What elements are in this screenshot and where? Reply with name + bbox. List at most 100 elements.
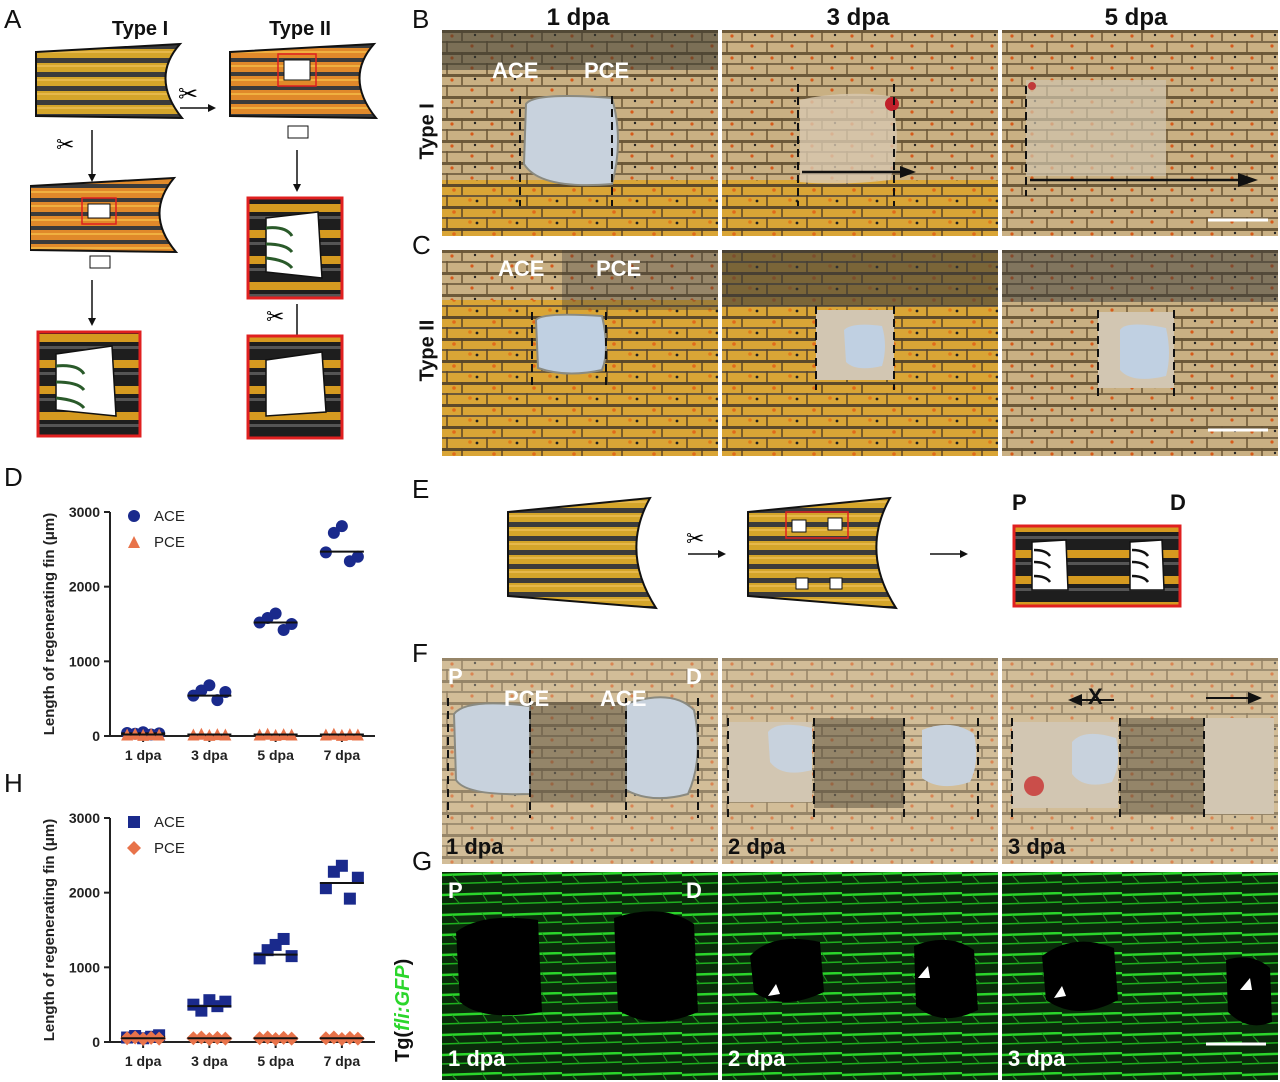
data-point-ace <box>195 1004 208 1017</box>
micrograph-c-1dpa: ACE PCE <box>442 250 718 456</box>
data-point-ace <box>285 618 298 630</box>
svg-text:✂: ✂ <box>56 133 74 158</box>
panel-a-schematic: ✂ ✂ ✂ <box>30 42 379 440</box>
column-heading-1dpa: 1 dpa <box>546 4 610 31</box>
zoom-type1-regenerating <box>36 330 142 438</box>
x-tick-label: 3 dpa <box>191 1053 228 1069</box>
y-axis-label: Length of regenerating fin (μm) <box>41 819 58 1042</box>
row-label-type1: Type I <box>416 103 439 160</box>
time-label-g-3dpa: 3 dpa <box>1008 1046 1066 1071</box>
data-point-ace <box>269 607 282 620</box>
label-ace-c: ACE <box>498 256 545 281</box>
x-tick-label: 7 dpa <box>324 1053 361 1069</box>
data-point-ace <box>211 694 224 707</box>
data-point-ace <box>219 995 232 1008</box>
data-point-ace <box>203 679 216 692</box>
data-point-ace <box>335 859 348 872</box>
micrograph-f-2dpa: 2 dpa <box>722 658 998 864</box>
zoom-e-two-wounds <box>1012 524 1182 608</box>
micrograph-c-3dpa <box>722 250 998 456</box>
chart-d: 0 1000 2000 3000 1 dpa 3 dpa 5 dpa 7 dpa Length … <box>41 504 375 763</box>
x-tick-label: 1 dpa <box>125 747 162 763</box>
y-tick-label: 0 <box>92 728 100 744</box>
x-tick-label: 5 dpa <box>257 747 294 763</box>
y-tick-label: 1000 <box>69 653 100 669</box>
time-label-g-1dpa: 1 dpa <box>448 1046 506 1071</box>
label-f-proximal: P <box>448 664 463 689</box>
micrograph-c-5dpa <box>1002 250 1278 456</box>
y-tick-label: 3000 <box>69 504 100 520</box>
micrograph-f-3dpa: X 3 dpa <box>1002 658 1278 864</box>
arrowhead-icon <box>918 966 930 978</box>
gfp-image-1dpa: P D 1 dpa <box>442 872 718 1080</box>
label-pce: PCE <box>584 58 630 83</box>
data-point-ace <box>343 892 356 905</box>
micrograph-b-5dpa <box>1002 30 1278 236</box>
time-label-g-2dpa: 2 dpa <box>728 1046 786 1071</box>
legend-marker-pce <box>127 841 141 855</box>
arrowhead-icon <box>1240 978 1252 990</box>
data-point-ace <box>285 950 298 963</box>
micrograph-f-1dpa: P D PCE ACE 1 dpa <box>442 658 718 864</box>
x-tick-label: 3 dpa <box>191 747 228 763</box>
data-point-ace <box>319 882 332 895</box>
label-e-proximal: P <box>1012 490 1027 515</box>
y-tick-label: 2000 <box>69 579 100 595</box>
label-pce-c: PCE <box>596 256 642 281</box>
legend-label-pce: PCE <box>154 534 185 551</box>
fin-schematic-type1-cut <box>30 176 179 269</box>
panel-label-e: E <box>412 474 430 504</box>
panel-label-g: G <box>412 846 433 876</box>
micrograph-b-3dpa <box>722 30 998 236</box>
label-f-distal: D <box>686 664 702 689</box>
legend-label-ace: ACE <box>154 814 185 831</box>
legend-label-ace: ACE <box>154 508 185 525</box>
panel-a-type1-heading: Type I <box>111 18 169 40</box>
legend-marker-ace <box>128 816 140 828</box>
gfp-image-3dpa: 3 dpa <box>1002 872 1278 1080</box>
legend-label-pce: PCE <box>154 840 185 857</box>
label-g-distal: D <box>686 878 702 903</box>
svg-text:✂: ✂ <box>266 305 284 330</box>
data-point-ace <box>351 871 364 884</box>
panel-label-d: D <box>4 462 23 492</box>
y-tick-label: 0 <box>92 1034 100 1050</box>
label-f-ace: ACE <box>600 686 647 711</box>
panel-label-b: B <box>412 4 430 34</box>
x-tick-label: 1 dpa <box>125 1053 162 1069</box>
y-axis-label: Length of regenerating fin (μm) <box>41 513 58 736</box>
panel-a-type2-heading: Type II <box>269 18 331 40</box>
arrowhead-icon <box>1054 986 1066 998</box>
y-tick-label: 1000 <box>69 959 100 975</box>
fin-schematic-type2-cut <box>229 42 379 139</box>
time-label-f-2dpa: 2 dpa <box>728 834 786 859</box>
gfp-image-2dpa: 2 dpa <box>722 872 998 1080</box>
row-label-type2: Type II <box>416 319 439 382</box>
legend-marker-ace <box>128 510 140 522</box>
data-point-ace <box>327 526 340 539</box>
legend-marker-pce <box>128 536 140 548</box>
column-heading-3dpa: 3 dpa <box>826 4 890 31</box>
panel-e-schematic: ✂ <box>507 496 1182 610</box>
zoom-type2-regenerating <box>246 196 344 300</box>
x-tick-label: 5 dpa <box>257 1053 294 1069</box>
scissors-icon-e: ✂ <box>686 527 704 552</box>
data-point-ace <box>351 550 364 563</box>
time-label-f-1dpa: 1 dpa <box>446 834 504 859</box>
label-e-distal: D <box>1170 490 1186 515</box>
panel-label-f: F <box>412 638 428 668</box>
scissors-icon: ✂ <box>178 80 198 108</box>
panel-label-a: A <box>4 4 22 34</box>
zoom-type2-removed <box>246 334 344 440</box>
x-tick-label: 7 dpa <box>324 747 361 763</box>
label-g-proximal: P <box>448 878 463 903</box>
arrowhead-icon <box>768 984 780 996</box>
data-point-ace <box>277 932 290 945</box>
panel-label-c: C <box>412 230 431 260</box>
panel-label-h: H <box>4 768 23 798</box>
y-tick-label: 2000 <box>69 885 100 901</box>
micrograph-b-1dpa: ACE PCE <box>442 30 718 236</box>
data-point-ace <box>335 520 348 533</box>
column-heading-5dpa: 5 dpa <box>1104 4 1168 31</box>
